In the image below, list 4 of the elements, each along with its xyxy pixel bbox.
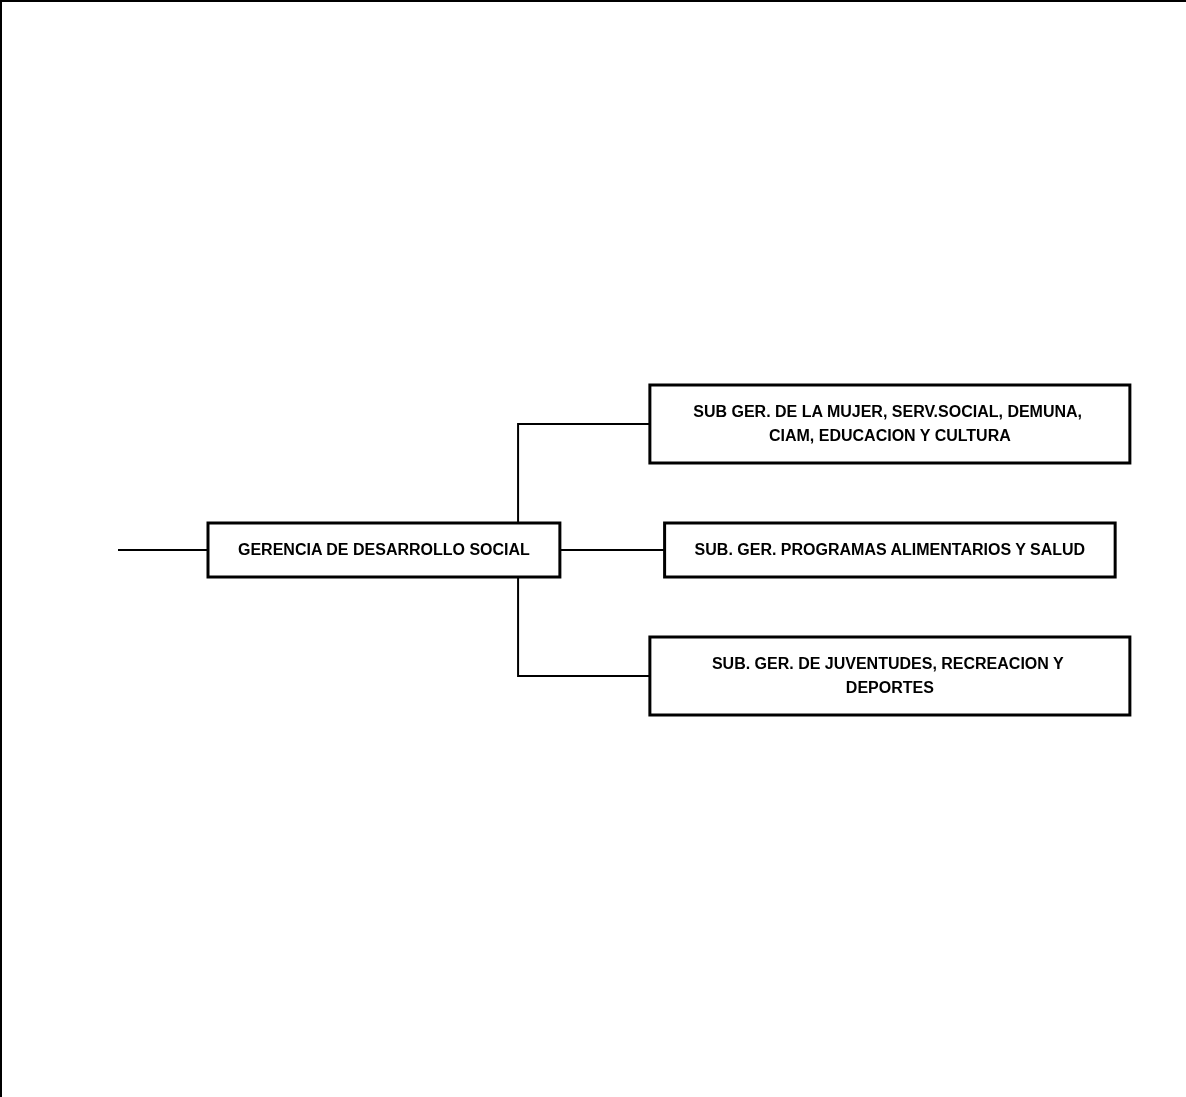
node-box: SUB. GER. DE JUVENTUDES, RECREACION Y DEPORTES <box>648 635 1132 716</box>
node-box: SUB GER. DE LA MUJER, SERV.SOCIAL, DEMUNA, CIAM, EDUCACION Y CULTURA <box>648 383 1132 464</box>
node-box: SUB. GER. PROGRAMAS ALIMENTARIOS Y SALUD <box>663 521 1117 578</box>
node-box: GERENCIA DE DESARROLLO SOCIAL <box>206 521 562 578</box>
